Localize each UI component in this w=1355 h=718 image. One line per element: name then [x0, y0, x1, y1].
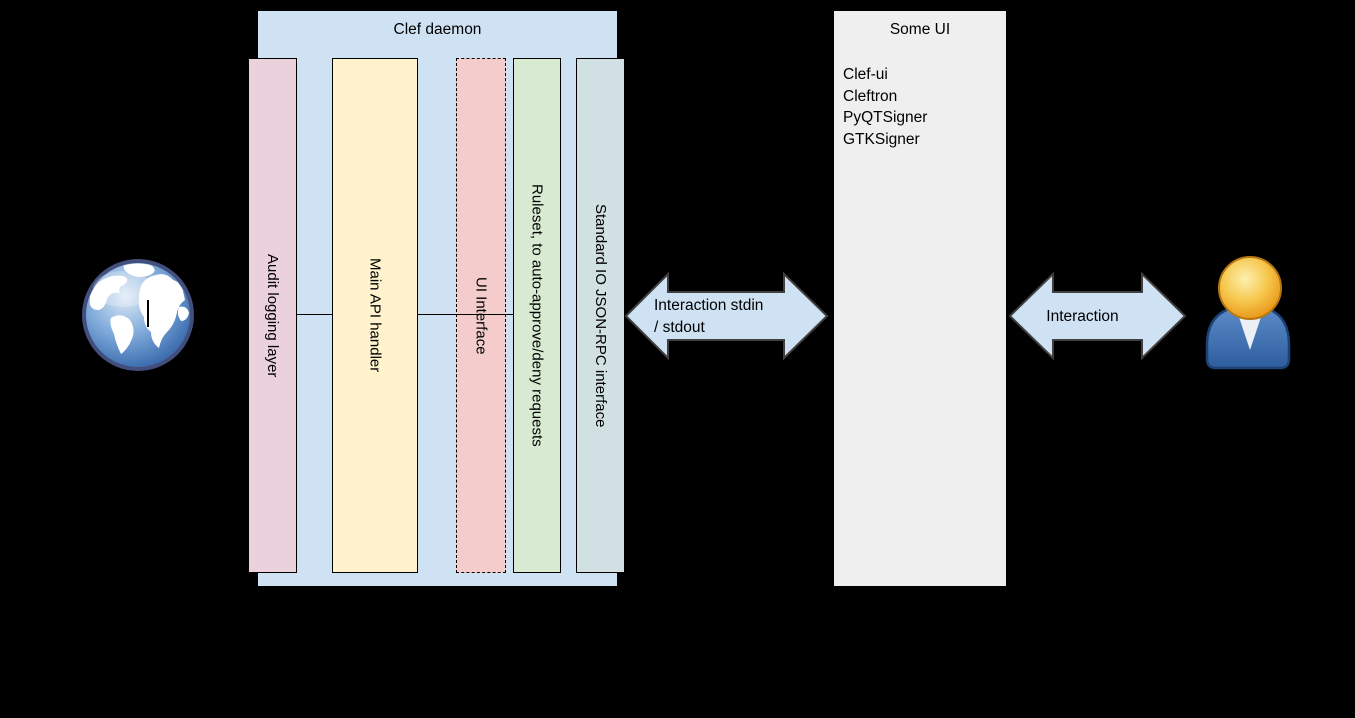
stdin-stdout-arrow-label: Interaction stdin / stdout	[654, 295, 763, 339]
clef-daemon-title: Clef daemon	[393, 21, 482, 38]
list-item: GTKSigner	[843, 130, 920, 148]
daemon-layer-audit-logging: Audit logging layer	[248, 58, 297, 573]
connector-stub	[147, 300, 149, 327]
some-ui-title: Some UI	[889, 21, 951, 38]
layer-label: Main API handler	[366, 258, 384, 373]
globe-icon	[82, 259, 194, 371]
list-item: PyQTSigner	[843, 109, 928, 126]
connector-line	[418, 314, 513, 315]
daemon-layer-ui-interface: UI Interface	[456, 58, 506, 573]
interaction-arrow-label: Interaction	[1046, 308, 1119, 325]
layer-label: Ruleset, to auto-approve/deny requests	[528, 184, 546, 447]
daemon-layer-main-api-handler: Main API handler	[332, 58, 418, 573]
interaction-arrow	[1008, 271, 1187, 361]
layer-label: Audit logging layer	[264, 253, 281, 378]
some-ui-list: Clef-ui Cleftron PyQTSigner GTKSigner	[843, 64, 1003, 150]
layer-label: UI Interface	[472, 276, 490, 355]
arrow-label-line: Interaction stdin	[654, 297, 764, 314]
some-ui-box	[833, 10, 1007, 587]
clef-daemon-box	[257, 10, 618, 587]
layer-label: Standard IO JSON-RPC interface	[592, 203, 609, 428]
arrow-label-line: / stdout	[654, 319, 705, 336]
stdin-stdout-arrow	[624, 271, 829, 361]
list-item: Cleftron	[843, 87, 898, 105]
daemon-layer-ruleset: Ruleset, to auto-approve/deny requests	[513, 58, 561, 573]
daemon-layer-stdio-jsonrpc: Standard IO JSON-RPC interface	[576, 58, 625, 573]
list-item: Clef-ui	[843, 66, 888, 83]
user-icon	[1205, 256, 1291, 370]
connector-line	[297, 314, 332, 315]
